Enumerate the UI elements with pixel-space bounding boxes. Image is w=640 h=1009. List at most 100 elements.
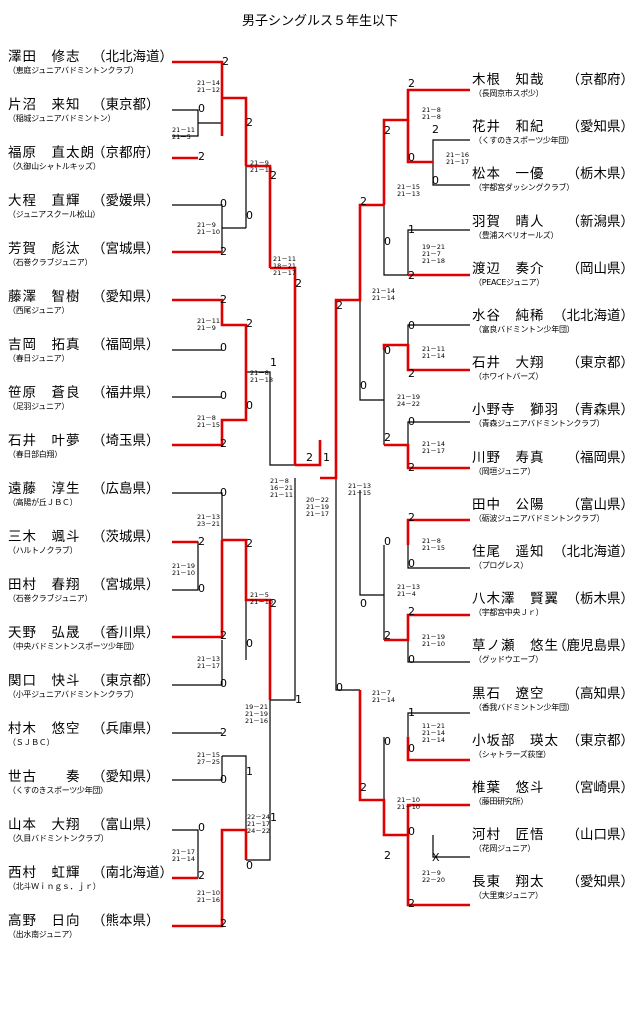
game-score: 21－18 [422, 257, 446, 265]
games-won: 2 [408, 77, 415, 90]
player-name: 石井 叶夢 [8, 433, 81, 449]
player-name: 草ノ瀬 悠生 [472, 638, 559, 655]
player-prefecture: （北北海道） [92, 49, 173, 65]
player-club: （宇都宮中央Ｊｒ） [474, 608, 544, 618]
game-score: 21－8 [250, 369, 269, 377]
player-name: 村木 悠空 [8, 721, 81, 737]
game-score: 24－22 [247, 827, 271, 835]
game-score: 21－8 [197, 414, 216, 422]
game-score: 21－11 [250, 166, 274, 174]
bracket-line [172, 829, 199, 878]
player-name: 吉岡 拓真 [8, 337, 81, 353]
player-name: 羽賀 晴人 [472, 213, 545, 230]
bracket-line [407, 545, 470, 569]
player-prefecture: （埼玉県） [92, 433, 160, 449]
bracket-line [383, 205, 408, 276]
player-name: 片沼 来知 [8, 97, 81, 113]
game-score: 21－14 [422, 736, 446, 744]
game-score: 21－9 [197, 324, 216, 332]
player-name: 遠藤 淳生 [8, 481, 81, 497]
game-score: 21－19 [172, 562, 196, 570]
player-club: （久御山シャトルキッズ） [8, 162, 101, 171]
player-club: （出水南ジュニア） [8, 930, 77, 939]
games-won: 2 [408, 897, 415, 910]
page-title: 男子シングルス５年生以下 [241, 14, 398, 29]
player-prefecture: （北北海道） [553, 544, 634, 560]
player-name: 河村 匠悟 [472, 827, 545, 844]
games-won: 2 [220, 293, 227, 306]
player-prefecture: （東京都） [566, 355, 635, 372]
player-prefecture: （新潟県） [566, 213, 635, 230]
games-won: 0 [220, 773, 227, 786]
game-score: 21－7 [422, 250, 441, 258]
game-score: 21－14 [372, 696, 396, 704]
player-prefecture: （福岡県） [92, 337, 160, 353]
player-club: （豊浦スペリオールズ） [474, 230, 559, 240]
player-club: （シャトラーズ荻窪） [474, 749, 551, 759]
game-score: 21－16 [197, 896, 221, 904]
games-won: 0 [246, 399, 253, 412]
bracket-line [407, 640, 470, 663]
game-score: 21－4 [397, 590, 416, 598]
player-prefecture: （東京都） [92, 673, 160, 689]
player-prefecture: （東京都） [92, 97, 160, 113]
games-won: 1 [323, 451, 330, 464]
game-score: 21－8 [422, 113, 441, 121]
games-won: 2 [198, 869, 205, 882]
games-won: 2 [220, 917, 227, 930]
player-name: 福原 直太朗 [8, 145, 95, 161]
game-score: 21－17 [446, 158, 470, 166]
player-club: （宇都宮ダッシングクラブ） [474, 183, 574, 193]
winner-path [406, 737, 470, 762]
player-prefecture: （兵庫県） [92, 721, 160, 737]
player-club: （石巻クラブジュニア） [8, 258, 93, 267]
game-score: 21－17 [273, 269, 297, 277]
bracket-line [407, 324, 470, 345]
game-score: 21－19 [422, 633, 446, 641]
player-club: （花岡ジュニア） [474, 844, 536, 854]
player-name: 世古 奏 [8, 769, 81, 785]
game-score: 21－19 [245, 710, 269, 718]
games-won: 0 [408, 151, 415, 164]
game-score: 21－16 [245, 717, 269, 725]
game-score: 21－13 [348, 482, 372, 490]
games-won: 0 [198, 582, 205, 595]
player-name: 天野 弘晟 [8, 625, 81, 641]
game-score: 21－9 [197, 221, 216, 229]
games-won: 2 [270, 169, 277, 182]
games-won: 0 [408, 742, 415, 755]
player-prefecture: （岡山県） [566, 260, 635, 277]
games-won: 2 [408, 461, 415, 474]
player-club: （恵庭ジュニアバドミントンクラブ） [8, 66, 139, 75]
games-won: 2 [408, 511, 415, 524]
player-club: （足羽ジュニア） [8, 402, 70, 411]
game-score: 21－8 [422, 537, 441, 545]
games-won: 0 [408, 557, 415, 570]
games-won: 1 [270, 356, 277, 369]
player-club: （西尾ジュニア） [8, 306, 70, 315]
games-won: 0 [384, 535, 391, 548]
player-name: 花井 和紀 [472, 119, 545, 136]
player-prefecture: （栃木県） [566, 591, 635, 608]
player-name: 小野寺 獅羽 [472, 402, 559, 419]
game-score: 21－13 [397, 190, 421, 198]
games-won: 0 [384, 235, 391, 248]
winner-path [172, 60, 224, 136]
player-name: 水谷 純稀 [472, 308, 545, 324]
player-prefecture: （茨城県） [92, 529, 160, 545]
player-name: 澤田 修志 [8, 49, 81, 65]
player-club: （中央バドミントンスポーツ少年団） [8, 642, 139, 651]
bracket-line [172, 204, 223, 252]
game-score: 23－21 [197, 520, 221, 528]
